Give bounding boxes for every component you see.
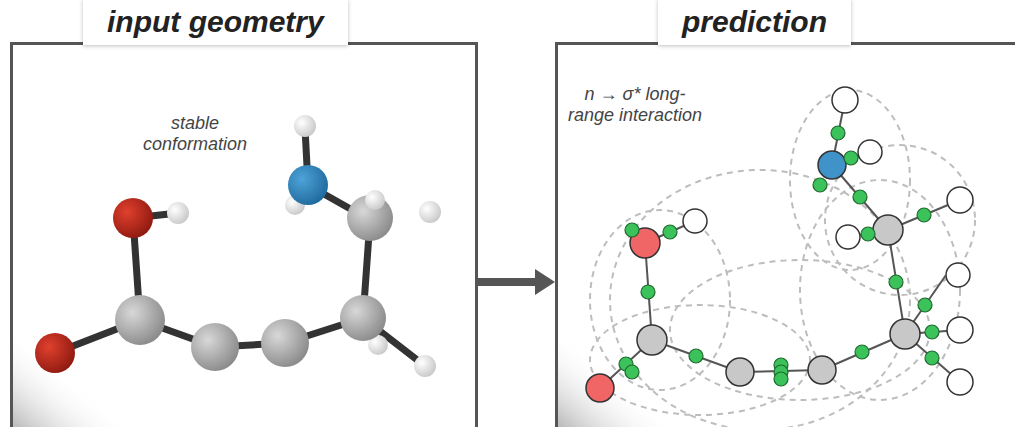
panel-heading: prediction [658,0,851,45]
annotation-note: stable conformation [120,113,270,154]
panel-frame: input geometry [10,42,478,427]
flow-arrow [478,269,555,295]
interaction-note: n → σ* long-range interaction [565,84,705,125]
panel-heading: input geometry [83,0,348,45]
